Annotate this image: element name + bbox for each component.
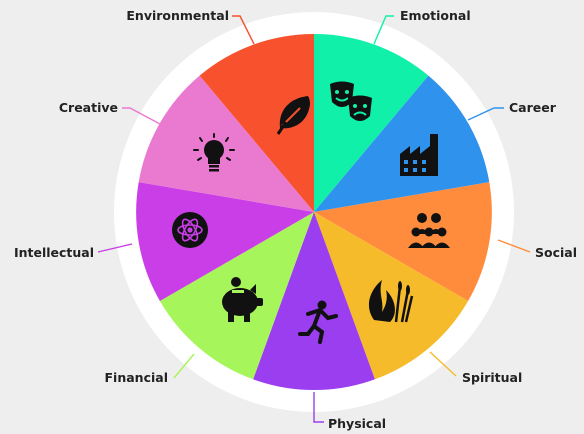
label-environmental: Environmental — [126, 8, 229, 23]
leader-line-emotional — [373, 15, 394, 45]
segment-career — [314, 75, 490, 212]
leader-line-career — [467, 107, 504, 121]
label-creative: Creative — [59, 100, 118, 115]
leaf-icon — [276, 96, 310, 135]
running-person-icon — [298, 300, 338, 344]
piggy-bank-icon — [222, 277, 263, 322]
leader-line-physical — [313, 392, 324, 423]
leader-line-financial — [173, 353, 195, 379]
wheel-segments — [136, 33, 492, 391]
label-spiritual: Spiritual — [462, 370, 522, 385]
leader-line-environmental — [232, 15, 255, 45]
flame-reeds-icon — [368, 280, 414, 323]
segment-labels: Emotional Career Social Spiritual Physic… — [14, 8, 577, 431]
leader-line-creative — [122, 107, 161, 125]
segment-social — [314, 182, 492, 301]
label-emotional: Emotional — [400, 8, 471, 23]
segment-environmental — [199, 34, 314, 212]
label-physical: Physical — [328, 416, 386, 431]
label-career: Career — [509, 100, 557, 115]
label-social: Social — [535, 245, 577, 260]
leader-line-spiritual — [429, 351, 457, 377]
factory-icon — [400, 134, 438, 176]
people-group-icon — [408, 213, 450, 248]
leader-line-intellectual — [97, 243, 133, 253]
leader-line-social — [497, 239, 531, 253]
segment-physical — [253, 212, 375, 391]
segment-creative — [138, 75, 314, 212]
lightbulb-icon — [193, 133, 235, 172]
atom-icon — [172, 212, 208, 248]
segment-emotional — [314, 33, 429, 212]
theater-masks-icon — [330, 81, 372, 121]
segment-spiritual — [314, 212, 469, 380]
segment-intellectual — [136, 182, 314, 301]
label-financial: Financial — [105, 370, 168, 385]
label-intellectual: Intellectual — [14, 245, 94, 260]
leader-lines — [97, 15, 531, 423]
